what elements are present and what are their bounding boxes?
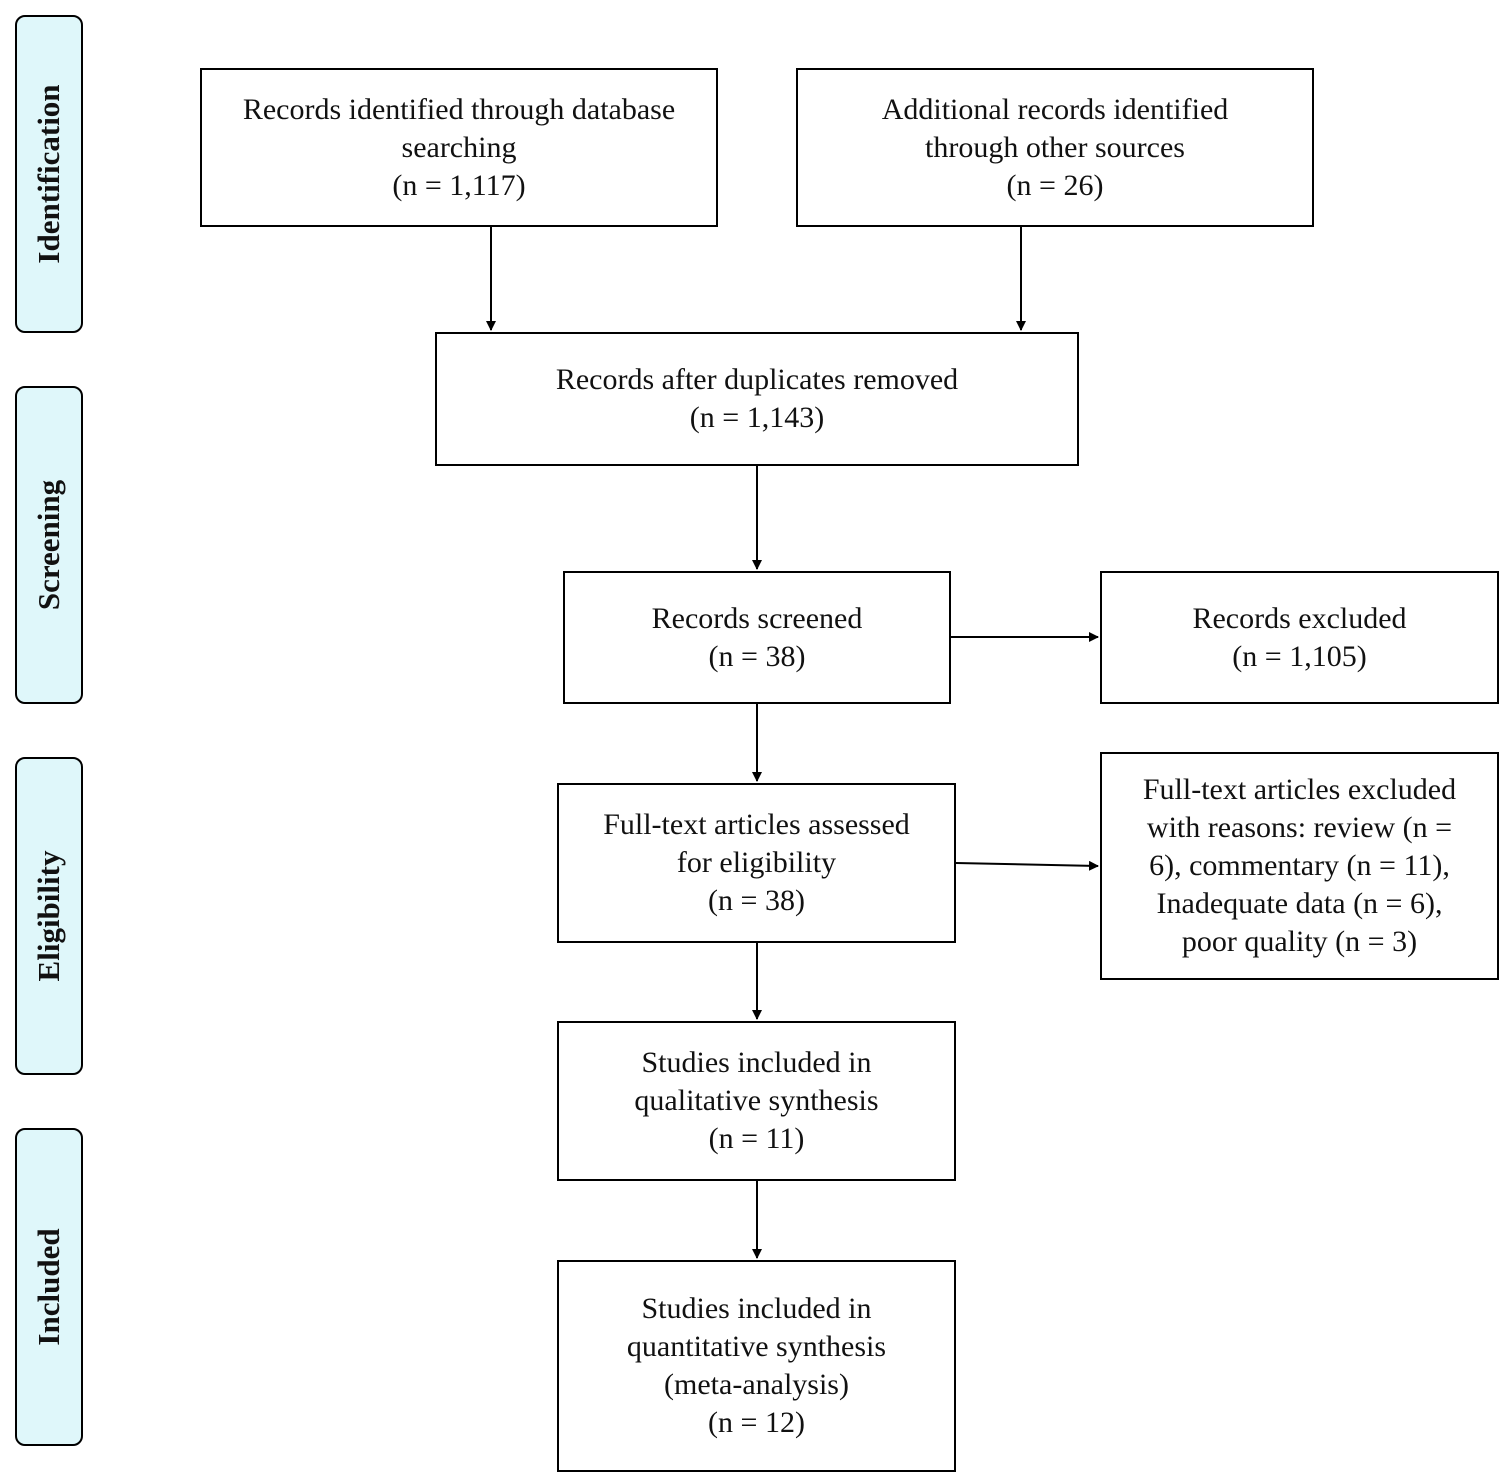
phase-screening: Screening — [15, 386, 83, 704]
box-line: Full-text articles assessed — [603, 808, 910, 841]
box-line: searching — [401, 130, 517, 164]
phase-identification: Identification — [15, 15, 83, 333]
box-records-excluded: Records excluded (n = 1,105) — [1100, 571, 1499, 704]
box-line: (n = 1,143) — [689, 401, 825, 434]
phase-included: Included — [15, 1128, 83, 1446]
box-database-records: Records identified through database sear… — [200, 68, 718, 227]
box-fulltext-assessed: Full-text articles assessed for eligibil… — [557, 783, 956, 943]
box-line: (n = 38) — [708, 884, 805, 917]
box-line: Studies included in — [641, 1046, 872, 1079]
phase-eligibility: Eligibility — [15, 757, 83, 1075]
box-line: (n = 11) — [708, 1122, 805, 1155]
box-line: for eligibility — [676, 846, 837, 879]
box-line: Records screened — [651, 601, 863, 635]
box-line: poor quality (n = 3) — [1181, 925, 1418, 958]
box-line: Records excluded — [1192, 601, 1407, 635]
box-line: Additional records identified — [881, 92, 1229, 126]
box-line: (n = 12) — [708, 1406, 805, 1439]
box-line: Studies included in — [641, 1292, 872, 1325]
box-line: through other sources — [925, 130, 1185, 164]
box-line: quantitative synthesis — [626, 1330, 887, 1363]
box-line: Full-text articles excluded — [1142, 773, 1457, 806]
box-line: Records identified through database — [242, 92, 676, 126]
box-after-duplicates: Records after duplicates removed (n = 1,… — [435, 332, 1079, 466]
box-line: (n = 1,105) — [1232, 639, 1367, 673]
box-line: with reasons: review (n = — [1146, 811, 1453, 844]
box-line: 6), commentary (n = 11), — [1149, 849, 1450, 882]
box-line: Inadequate data (n = 6), — [1156, 887, 1443, 920]
box-quantitative-synthesis: Studies included in quantitative synthes… — [557, 1260, 956, 1472]
box-line: qualitative synthesis — [634, 1084, 879, 1117]
box-other-sources: Additional records identified through ot… — [796, 68, 1314, 227]
box-records-screened: Records screened (n = 38) — [563, 571, 951, 704]
arrow-fulltext-to-excluded — [955, 860, 1099, 871]
box-line: Records after duplicates removed — [555, 363, 959, 396]
box-line: (n = 38) — [708, 639, 806, 673]
box-line: (n = 1,117) — [392, 168, 526, 202]
box-line: (n = 26) — [1006, 168, 1104, 202]
box-qualitative-synthesis: Studies included in qualitative synthesi… — [557, 1021, 956, 1181]
box-line: (meta-analysis) — [664, 1368, 849, 1401]
box-fulltext-excluded: Full-text articles excluded with reasons… — [1100, 752, 1499, 980]
